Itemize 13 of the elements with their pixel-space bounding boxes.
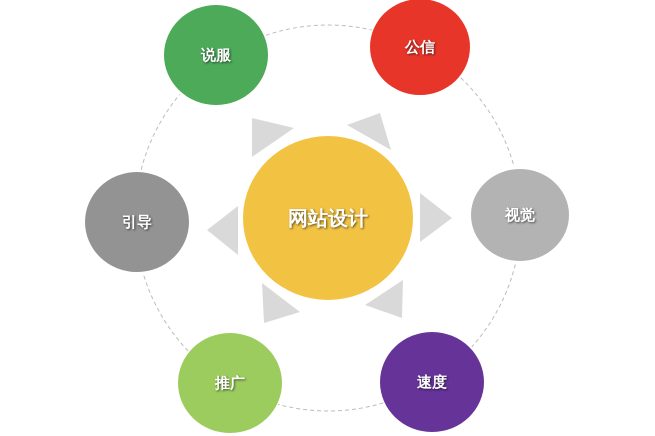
topic-label: 推广 [215, 374, 245, 392]
dashed-arc [278, 402, 384, 412]
dashed-arc [142, 274, 189, 352]
center-label: 网站设计 [288, 204, 368, 232]
dashed-arc [460, 77, 514, 166]
dashed-arc [471, 264, 516, 348]
topic-label: 视觉 [505, 206, 535, 224]
dashed-arc [265, 24, 372, 36]
topic-label: 公信 [405, 38, 435, 56]
topic-label: 引导 [122, 212, 152, 232]
dashed-arc [140, 94, 180, 170]
topic-label: 速度 [417, 372, 447, 392]
topic-label: 说服 [201, 46, 231, 64]
